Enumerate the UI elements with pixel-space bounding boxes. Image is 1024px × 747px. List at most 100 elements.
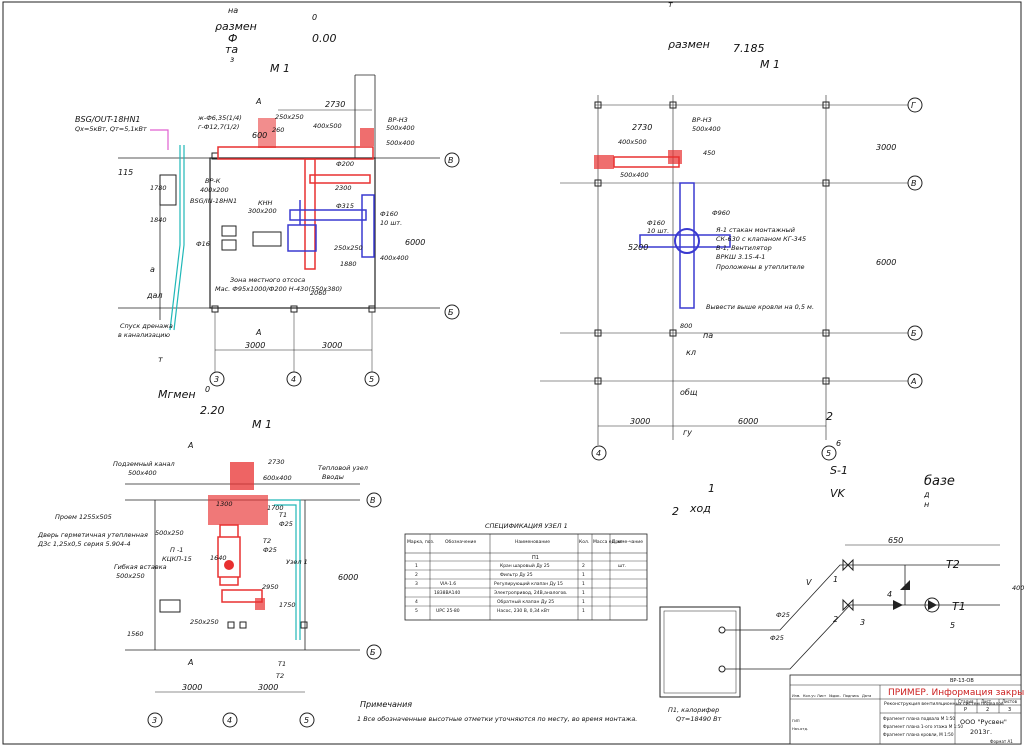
dim-450: 450	[703, 149, 715, 157]
column	[368, 305, 376, 313]
axis-bubble	[907, 373, 923, 389]
supply-duct	[309, 174, 371, 184]
mark-text: 2	[826, 410, 833, 423]
spec-cell: 1	[582, 608, 585, 614]
label-kvn-size: 300х200	[248, 207, 277, 215]
spec-header: Приме-чание	[612, 539, 643, 545]
dim-2300: 2300	[335, 184, 352, 192]
mark-text: 6	[836, 439, 841, 448]
dim-2730: 2730	[632, 123, 652, 132]
dim-1700: 1700	[267, 504, 284, 512]
pipe-t2	[725, 564, 1000, 631]
label-size-400-500: 400х500	[618, 138, 647, 146]
supply-duct	[594, 155, 614, 169]
axis-label: 4	[596, 449, 601, 458]
dim-5200: 5200	[628, 243, 648, 252]
tb-code: ВР-13-ОВ	[950, 678, 974, 684]
label-vr-n3: ВР-Н3	[692, 116, 712, 124]
label-item1: Я-1 стакан монтажный	[715, 226, 795, 234]
label-d160-n: 10 шт.	[380, 219, 402, 227]
outdoor-unit	[159, 174, 177, 206]
label-size-250-250: 250х250	[334, 244, 363, 252]
axis-bubble	[222, 712, 238, 728]
label-size-600-400: 600х400	[263, 474, 292, 482]
spec-cell: Фильтр Ду 25	[500, 572, 533, 578]
heat-exchanger	[159, 599, 181, 613]
plan-roof: ВР-Н3 500х400 400х500 500х400 Ф960 Ф160 …	[540, 95, 955, 518]
spec-section: П1	[532, 555, 539, 561]
tb-banner: ПРИМЕР. Информация закрыта	[888, 688, 1024, 698]
node-num: 4	[887, 590, 892, 599]
column	[669, 101, 677, 109]
label-opening: Проем 1255х505	[55, 513, 112, 521]
tb-drawing2: Фрагмент плана 1-ого этажа М 1:50	[883, 724, 963, 729]
top-marks: на ρазмен Ф та з 0 0.00 М 1 т ρазмен 7.1…	[215, 0, 780, 75]
label-t2: Т2	[263, 537, 271, 545]
column	[594, 377, 602, 385]
air-handler	[217, 536, 241, 578]
local-exhaust	[252, 231, 282, 247]
dim-260: 260	[272, 126, 284, 134]
dim-2730: 2730	[325, 100, 345, 109]
axis-bubble	[366, 644, 382, 660]
axis-label: 4	[227, 716, 232, 725]
mark-text: д	[923, 490, 930, 499]
mark-text: гу	[683, 428, 692, 437]
section-mark-a: А	[187, 658, 193, 667]
mark-text: ход	[689, 502, 711, 515]
notes-title: Примечания	[360, 700, 412, 709]
valve-symbol	[842, 558, 854, 572]
dim-2950: 2950	[262, 583, 279, 591]
elevation-mark: 2.20	[200, 404, 225, 417]
axis-bubble	[364, 371, 380, 387]
spec-cell: 1838ВА140	[434, 590, 460, 596]
mark-text: на	[228, 6, 238, 15]
spec-cell: VIA-1.6	[440, 581, 456, 587]
label-roof: Вывести выше кровли на 0,5 м.	[706, 303, 814, 311]
heating-schematic: 650 400 Т2 Т1 Ф25 Ф25 1 2 3 4 5 V П1, ка…	[659, 536, 1024, 723]
mark-text: н	[924, 500, 929, 509]
local-exhaust	[221, 239, 237, 251]
exhaust-duct	[679, 182, 695, 309]
supply-duct	[258, 118, 276, 148]
mark-text: т	[158, 355, 163, 364]
label-item3: В-1, Вентилятор	[716, 244, 772, 252]
scale-mark: М 1	[252, 418, 272, 431]
dim-1750: 1750	[279, 601, 296, 609]
spec-cell: 1	[582, 599, 585, 605]
supply-duct	[230, 462, 254, 490]
column	[822, 179, 830, 187]
dim-400: 400	[1012, 584, 1024, 592]
mark-text: т	[668, 0, 673, 9]
spec-header: Наименование	[515, 539, 550, 545]
axis-bubble	[907, 325, 923, 341]
spec-cell: 1	[582, 590, 585, 596]
local-exhaust	[221, 225, 237, 237]
label-vr-n3-size: 500х400	[692, 125, 721, 133]
tb-sheets-hdr: Листов	[1002, 699, 1018, 704]
exhaust-duct	[361, 194, 375, 258]
label-pipes: ж-Ф6,35(1/4)	[197, 114, 242, 122]
node-num: 5	[950, 621, 955, 630]
label-d25: Ф25	[263, 546, 277, 554]
supply-duct	[221, 589, 263, 603]
title-block: ВР-13-ОВ ПРИМЕР. Информация закрыта Реко…	[789, 674, 1024, 745]
label-d25: Ф25	[279, 520, 293, 528]
label-d160: Ф160	[647, 219, 665, 227]
axis-label: 5	[826, 449, 831, 458]
label-drain: Спуск дренажа	[120, 322, 173, 330]
axis-bubble	[147, 712, 163, 728]
tb-stage-hdr: Стадия	[958, 699, 974, 704]
axis-label: 4	[291, 375, 296, 384]
axis-label: В	[370, 496, 376, 505]
calorifer-inner	[663, 610, 737, 694]
spec-cell: Электропривод, 24В,аналогов.	[494, 590, 567, 596]
heating-pipe	[274, 504, 297, 640]
mark-text: V	[806, 578, 812, 587]
label-d160: Ф160	[380, 210, 398, 218]
axis-label: 5	[304, 716, 309, 725]
label-flex-size: 500х250	[116, 572, 145, 580]
label-p1: П -1	[170, 546, 183, 554]
mark-text: 2	[672, 505, 679, 518]
label-outdoor: BSG/OUT-18HN1	[75, 115, 141, 124]
